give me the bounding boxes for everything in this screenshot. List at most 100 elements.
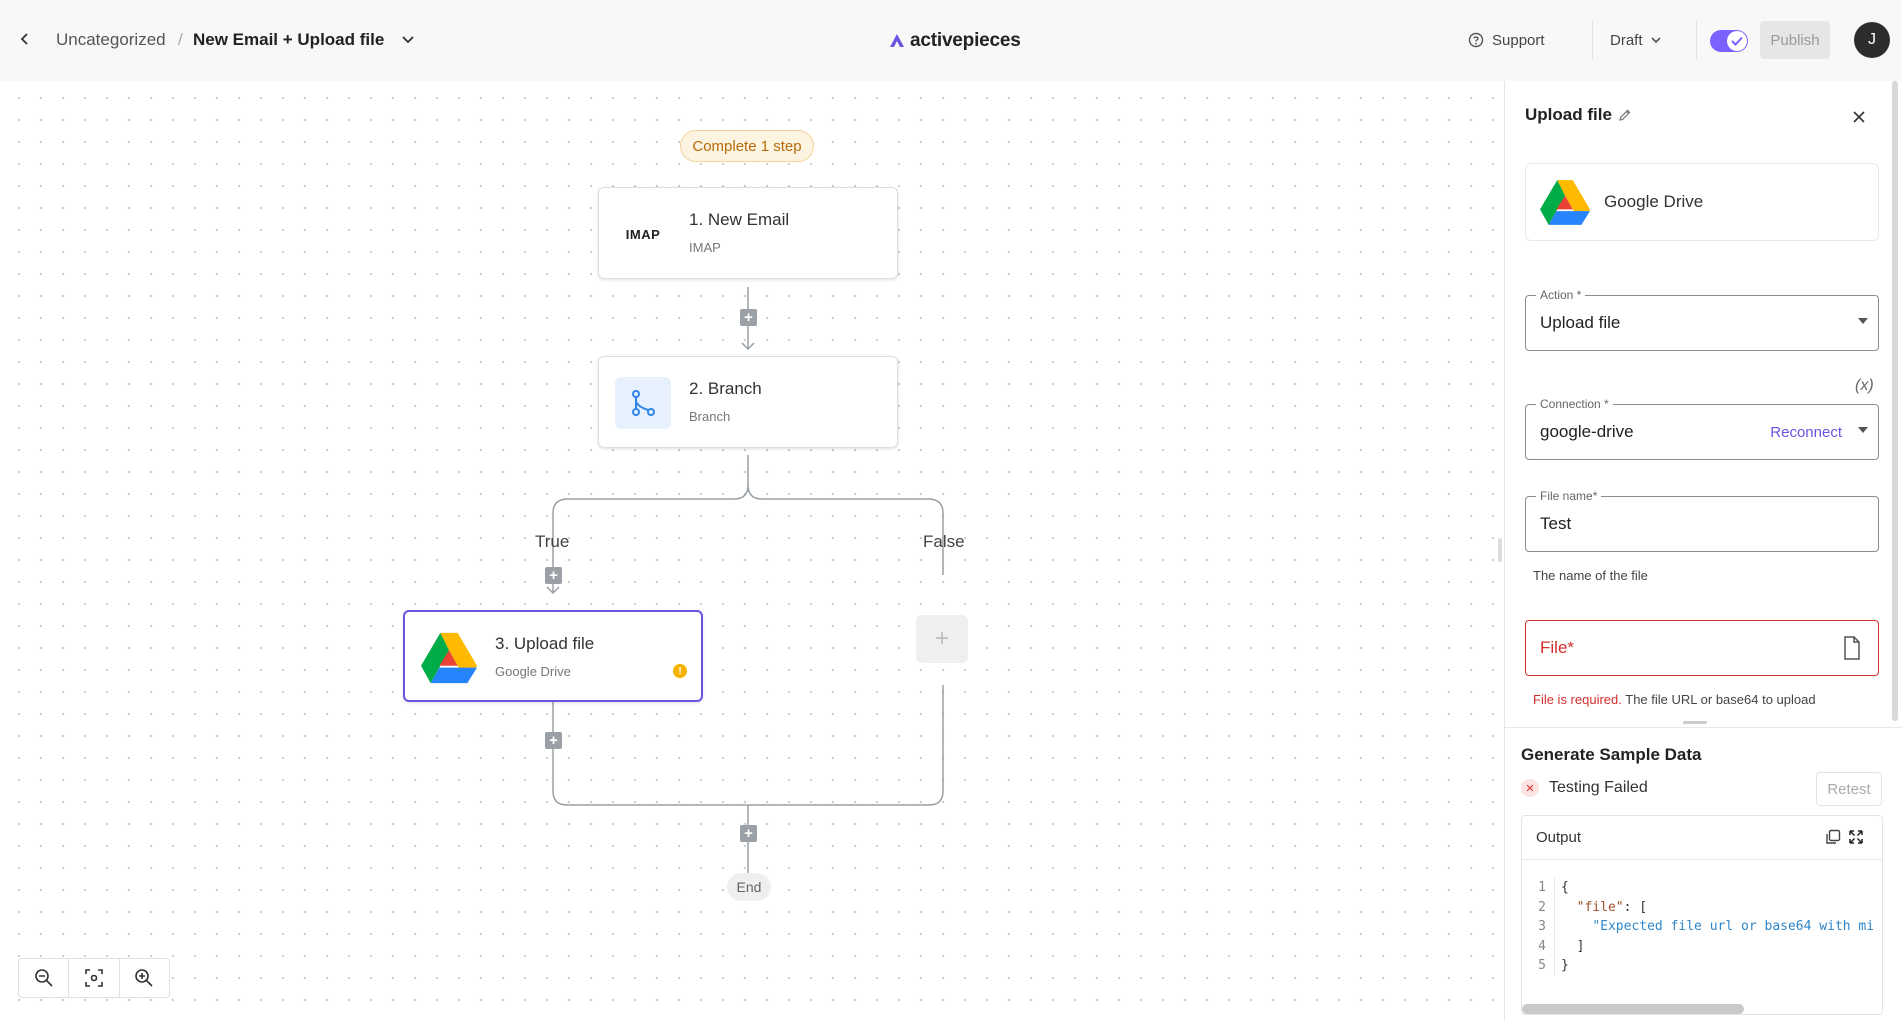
file-name-input[interactable]: File name* Test bbox=[1525, 489, 1879, 552]
panel-divider bbox=[1504, 81, 1505, 1020]
zoom-out-button[interactable] bbox=[19, 959, 70, 997]
piece-name: Google Drive bbox=[1604, 192, 1704, 211]
code-string: "Expected file url or base64 with mi bbox=[1592, 919, 1875, 934]
add-step-button-before-end[interactable]: + bbox=[740, 825, 757, 842]
step-title: 1. New Email bbox=[689, 210, 790, 229]
chevron-left-icon bbox=[20, 33, 28, 45]
support-button[interactable]: Support bbox=[1468, 28, 1545, 52]
zoom-controls bbox=[18, 958, 170, 998]
breadcrumb-folder[interactable]: Uncategorized bbox=[56, 30, 166, 49]
test-status-text: Testing Failed bbox=[1549, 779, 1648, 796]
step-subtitle: IMAP bbox=[689, 240, 721, 255]
file-label: File* bbox=[1540, 638, 1575, 657]
step-settings-panel: Upload file Google Drive Action * Upload… bbox=[1505, 81, 1902, 1020]
user-avatar[interactable]: J bbox=[1854, 22, 1890, 58]
branch-label-true: True bbox=[535, 532, 570, 551]
code-line: 4 ] bbox=[1522, 936, 1882, 956]
piece-card: Google Drive bbox=[1525, 163, 1879, 241]
file-error-text: File is required. bbox=[1533, 692, 1622, 707]
back-button[interactable] bbox=[14, 28, 36, 50]
breadcrumb-flow-name[interactable]: New Email + Upload file bbox=[193, 30, 385, 49]
action-value: Upload file bbox=[1540, 313, 1621, 332]
file-name-value: Test bbox=[1540, 514, 1572, 533]
check-icon bbox=[1731, 36, 1743, 46]
error-x-icon: ✕ bbox=[1521, 779, 1539, 797]
code-key: "file" bbox=[1576, 899, 1624, 915]
code-line: 5 } bbox=[1522, 956, 1882, 976]
publish-button[interactable]: Publish bbox=[1760, 21, 1830, 59]
step-subtitle: Google Drive bbox=[495, 664, 571, 679]
line-number: 5 bbox=[1538, 958, 1546, 973]
close-panel-button[interactable] bbox=[1847, 105, 1871, 129]
zoom-in-button[interactable] bbox=[120, 959, 169, 997]
header-divider bbox=[1592, 20, 1593, 60]
add-step-button-true[interactable]: + bbox=[545, 567, 562, 584]
copy-icon[interactable] bbox=[1825, 829, 1841, 845]
split-resize-handle[interactable] bbox=[1683, 721, 1707, 724]
step-new-email[interactable]: IMAP 1. New Email IMAP bbox=[598, 187, 898, 279]
logo-text: activepieces bbox=[910, 30, 1021, 51]
panel-scrollbar[interactable] bbox=[1892, 81, 1898, 721]
connection-value: google-drive bbox=[1540, 422, 1634, 441]
line-number: 1 bbox=[1538, 880, 1546, 895]
pencil-icon[interactable] bbox=[1618, 108, 1632, 122]
action-select[interactable]: Action * Upload file bbox=[1525, 288, 1879, 351]
step-upload-file[interactable]: 3. Upload file Google Drive ! bbox=[403, 610, 703, 702]
branch-label-false: False bbox=[923, 532, 965, 551]
code-line: 2 "file": [ bbox=[1522, 897, 1882, 917]
connection-select[interactable]: Connection * google-drive Reconnect bbox=[1525, 397, 1879, 460]
expand-icon[interactable] bbox=[1848, 829, 1864, 845]
retest-button[interactable]: Retest bbox=[1816, 772, 1882, 806]
reconnect-link[interactable]: Reconnect bbox=[1770, 424, 1842, 441]
caret-down-icon bbox=[1858, 427, 1868, 433]
test-status: ✕ Testing Failed bbox=[1521, 779, 1648, 797]
code-viewer[interactable]: 1 { 2 "file": [ 3 "Expected file url or … bbox=[1522, 878, 1882, 976]
file-input[interactable]: File* bbox=[1525, 620, 1879, 676]
warning-icon: ! bbox=[673, 664, 687, 678]
file-name-hint: The name of the file bbox=[1533, 568, 1648, 583]
code-text: ] bbox=[1561, 938, 1585, 954]
imap-logo: IMAP bbox=[615, 208, 671, 260]
panel-resize-handle[interactable] bbox=[1498, 538, 1502, 562]
horizontal-scrollbar[interactable] bbox=[1522, 1004, 1744, 1014]
end-node: End bbox=[727, 873, 771, 901]
output-header: Output bbox=[1522, 816, 1882, 860]
panel-title: Upload file bbox=[1525, 105, 1632, 125]
imap-logo-text: IMAP bbox=[625, 226, 661, 242]
breadcrumb-separator: / bbox=[178, 30, 183, 49]
zoom-in-icon bbox=[135, 969, 153, 987]
close-icon bbox=[1853, 111, 1865, 123]
panel-title-text[interactable]: Upload file bbox=[1525, 105, 1612, 124]
activepieces-logo-icon bbox=[890, 34, 904, 47]
flow-menu-button[interactable] bbox=[398, 30, 418, 50]
code-line: 3 "Expected file url or base64 with mi bbox=[1522, 917, 1882, 937]
step-subtitle: Branch bbox=[689, 409, 731, 424]
output-label: Output bbox=[1536, 829, 1582, 846]
code-text: } bbox=[1561, 958, 1569, 973]
incomplete-steps-badge[interactable]: Complete 1 step bbox=[680, 130, 814, 162]
add-step-button-after-upload[interactable]: + bbox=[545, 732, 562, 749]
file-name-label: File name* bbox=[1536, 489, 1602, 503]
help-circle-icon bbox=[1468, 32, 1484, 48]
line-number: 4 bbox=[1538, 938, 1546, 954]
version-dropdown[interactable]: Draft bbox=[1610, 28, 1661, 52]
step-title: 2. Branch bbox=[689, 379, 762, 398]
fit-view-icon bbox=[85, 969, 103, 987]
branch-icon bbox=[615, 377, 671, 429]
add-step-button[interactable]: + bbox=[740, 309, 757, 326]
connection-label: Connection * bbox=[1536, 397, 1613, 411]
step-branch[interactable]: 2. Branch Branch bbox=[598, 356, 898, 448]
chevron-down-icon bbox=[1650, 36, 1661, 43]
dynamic-value-toggle[interactable]: (x) bbox=[1855, 377, 1874, 394]
line-number: 3 bbox=[1538, 919, 1546, 934]
support-label: Support bbox=[1492, 31, 1545, 49]
fit-view-button[interactable] bbox=[69, 959, 120, 997]
add-step-placeholder-false[interactable]: + bbox=[916, 615, 968, 663]
file-error-message: File is required. The file URL or base64… bbox=[1533, 692, 1816, 707]
flow-canvas[interactable]: Complete 1 step IMAP 1. New Email IMAP +… bbox=[0, 81, 1495, 1020]
sample-data-title: Generate Sample Data bbox=[1521, 745, 1702, 764]
flow-enabled-toggle[interactable] bbox=[1710, 30, 1748, 52]
top-bar: Uncategorized / New Email + Upload file … bbox=[0, 0, 1902, 81]
file-icon[interactable] bbox=[1842, 636, 1862, 660]
draft-label: Draft bbox=[1610, 31, 1643, 49]
